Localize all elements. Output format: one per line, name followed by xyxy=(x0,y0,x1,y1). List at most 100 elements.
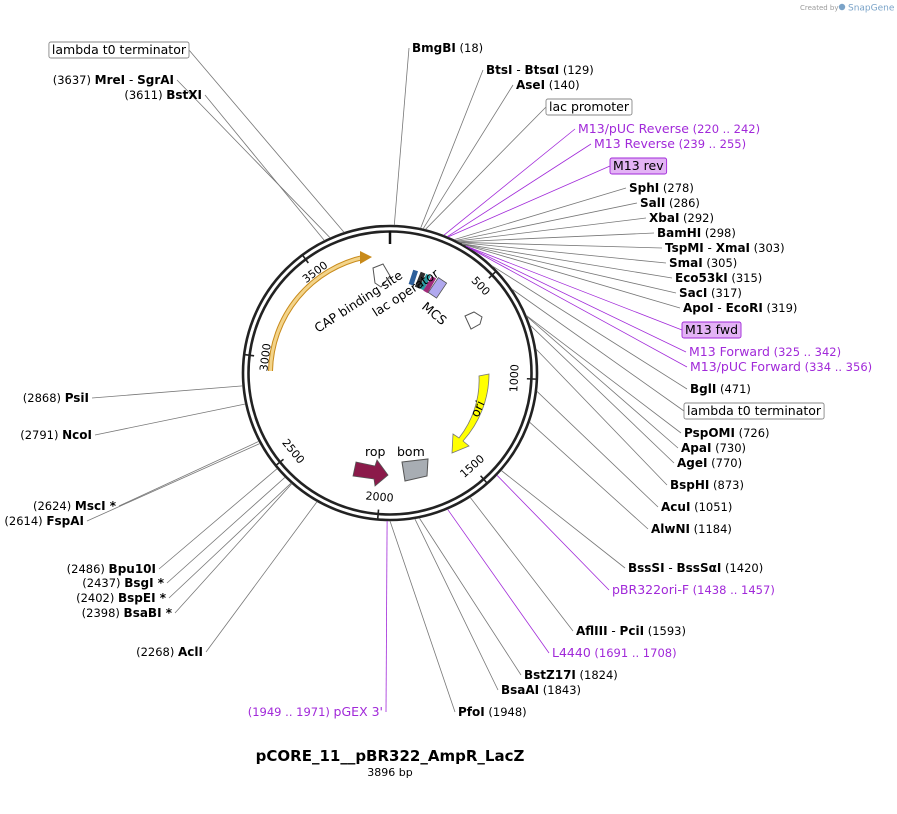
site-label: Eco53kI (315) xyxy=(675,271,762,285)
site-position: (220 .. 242) xyxy=(689,122,760,136)
partner-separator: - xyxy=(665,561,677,575)
site-label: BtsI - BtsαI (129) xyxy=(486,63,594,77)
site-label: SacI (317) xyxy=(679,286,742,300)
site-position: (2486) xyxy=(67,562,109,576)
site-name: AseI xyxy=(516,78,545,92)
enzyme-label: BglI (471) xyxy=(690,382,751,396)
primer-label: M13 fwd xyxy=(685,322,738,337)
site-position: (305) xyxy=(703,256,738,270)
site-label: SphI (278) xyxy=(629,181,694,195)
site-name: BsaBI * xyxy=(124,606,173,620)
site-name: ApaI xyxy=(681,441,711,455)
label-connector xyxy=(205,501,318,653)
site-label: M13/pUC Reverse (220 .. 242) xyxy=(578,121,760,136)
enzyme-label: BspHI (873) xyxy=(670,478,744,492)
site-label: BamHI (298) xyxy=(657,226,736,240)
mcs-feature xyxy=(408,269,448,299)
site-position: (1593) xyxy=(644,624,686,638)
bom-label: bom xyxy=(397,444,425,459)
site-name: BsaAI xyxy=(501,683,539,697)
enzyme-label: (2437) BsgI * xyxy=(82,576,164,590)
partner-name: SgrAI xyxy=(137,73,174,87)
site-position: (334 .. 356) xyxy=(801,360,872,374)
credit-prefix: Created by xyxy=(800,4,839,12)
site-label: PfoI (1948) xyxy=(458,705,527,719)
site-position: (325 .. 342) xyxy=(770,345,841,359)
credit-brand: SnapGene xyxy=(848,4,895,14)
site-position: (298) xyxy=(701,226,736,240)
site-label: lac promoter xyxy=(545,98,633,116)
site-name: FspAI xyxy=(46,514,84,528)
enzyme-label: SphI (278) xyxy=(629,181,694,195)
lac-operator-arrow xyxy=(464,311,483,330)
enzyme-label: (2624) MscI * xyxy=(33,499,117,513)
site-label: (2268) AclI xyxy=(136,645,203,659)
site-position: (129) xyxy=(559,63,594,77)
site-name: PfoI xyxy=(458,705,485,719)
partner-name: XmaI xyxy=(716,241,750,255)
label-connector xyxy=(465,245,683,331)
site-position: (1843) xyxy=(539,683,581,697)
site-name: BmgBI xyxy=(412,41,456,55)
site-position: (1420) xyxy=(721,561,763,575)
site-label: lambda t0 terminator xyxy=(48,41,190,59)
enzyme-label: AcuI (1051) xyxy=(661,500,732,514)
site-position: (1824) xyxy=(576,668,618,682)
site-position: (2268) xyxy=(136,645,178,659)
site-name: MscI * xyxy=(75,499,117,513)
label-box xyxy=(683,402,825,420)
site-name: SacI xyxy=(679,286,707,300)
site-name: SmaI xyxy=(669,256,703,270)
site-label: BmgBI (18) xyxy=(412,41,483,55)
site-label: AlwNI (1184) xyxy=(651,522,732,536)
site-position: (1948) xyxy=(485,705,527,719)
site-name: XbaI xyxy=(649,211,679,225)
site-position: (2791) xyxy=(20,428,62,442)
site-label: (2437) BsgI * xyxy=(82,576,164,590)
site-label: (1949 .. 1971) pGEX 3' xyxy=(248,704,383,719)
site-label: AflIII - PciI (1593) xyxy=(576,624,686,638)
enzyme-label: AflIII - PciI (1593) xyxy=(576,624,686,638)
label-connector xyxy=(422,84,514,230)
label-connector xyxy=(526,315,679,449)
ori-feature xyxy=(451,373,490,454)
label-connector xyxy=(91,385,243,399)
site-label: SmaI (305) xyxy=(669,256,737,270)
site-position: (770) xyxy=(707,456,742,470)
site-position: (2614) xyxy=(4,514,46,528)
site-name: M13/pUC Reverse xyxy=(578,121,689,136)
label-connector xyxy=(204,94,325,241)
site-label: BspHI (873) xyxy=(670,478,744,492)
site-name: BstZ17I xyxy=(524,668,576,682)
label-connector xyxy=(491,265,688,390)
site-label: L4440 (1691 .. 1708) xyxy=(552,645,677,660)
label-connector xyxy=(459,241,663,249)
primer-label: M13/pUC Reverse (220 .. 242) xyxy=(578,121,760,136)
site-name: BspEI * xyxy=(118,591,167,605)
label-connector xyxy=(86,443,261,522)
site-label: (2486) Bpu10I xyxy=(67,562,156,576)
label-connector xyxy=(526,315,682,434)
ampr-arrow-head xyxy=(360,251,372,264)
enzyme-label: ApoI - EcoRI (319) xyxy=(683,301,797,315)
site-label: AgeI (770) xyxy=(677,456,742,470)
label-connector xyxy=(462,243,681,309)
enzyme-label: (2398) BsaBI * xyxy=(82,606,173,620)
site-label: pBR322ori-F (1438 .. 1457) xyxy=(612,582,775,597)
label-connector xyxy=(176,79,331,238)
label-connector xyxy=(459,242,667,264)
site-label: AcuI (1051) xyxy=(661,500,732,514)
site-label: (2614) FspAI xyxy=(4,514,84,528)
partner-name: BssSαI xyxy=(677,561,722,575)
label-connector xyxy=(389,520,456,713)
enzyme-label: AseI (140) xyxy=(516,78,580,92)
primer-label: (1949 .. 1971) pGEX 3' xyxy=(248,704,383,719)
site-label: SalI (286) xyxy=(640,196,700,210)
site-name: pGEX 3' xyxy=(334,704,383,719)
connector-layer xyxy=(86,47,688,713)
label-connector xyxy=(188,49,345,233)
enzyme-label: BamHI (298) xyxy=(657,226,736,240)
enzyme-label: SalI (286) xyxy=(640,196,700,210)
site-label: ApoI - EcoRI (319) xyxy=(683,301,797,315)
